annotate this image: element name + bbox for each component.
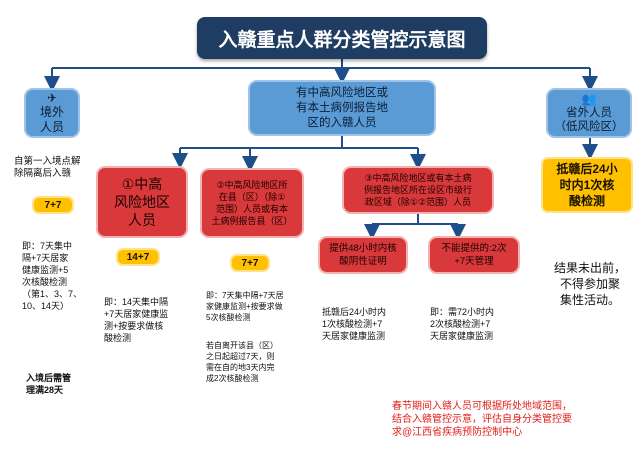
overseas-label: 境外 人员 — [39, 105, 64, 134]
city-option-test-proof: 提供48小时内核 酸阴性证明 — [318, 236, 408, 274]
high-risk-box: ①中高 风险地区 人员 — [96, 166, 188, 238]
overseas-badge: 7+7 — [32, 196, 74, 214]
diagram-title: 入赣重点人群分类管控示意图 — [197, 17, 487, 59]
overseas-footer: 入境后需管 理满28天 — [26, 373, 72, 395]
people-icon: 👥 — [581, 92, 597, 106]
overseas-note: 即：7天集中 隔+7天居家 健康监测+5 次核酸检测 （第1、3、7、 10、1… — [22, 241, 83, 311]
city-note-1: 抵赣后24小时内 1次核酸检测+7 天居家健康监测 — [322, 307, 387, 341]
province-note: 结果未出前， 不得参加聚 集性活动。 — [553, 261, 626, 307]
city-note-2: 即：需72小时内 2次核酸检测+7 天居家健康监测 — [430, 307, 495, 341]
footer-note: 春节期间入赣人员可根据所处地域范围， 结合入赣管控示意，评估自身分类管控要 求@… — [392, 401, 572, 438]
county-badge: 7+7 — [230, 254, 270, 272]
overseas-desc: 自第一入境点解 除隔离后入赣 — [14, 156, 81, 179]
city-box: ③中高风险地区或有本土病 例报告地区所在设区市级行 政区域（除①②范围）人员 — [342, 166, 494, 214]
airplane-icon: ✈ — [46, 91, 58, 105]
province-test-box: 抵赣后24小 时内1次核 酸检测 — [541, 157, 633, 213]
province-label: 省外人员 （低风险区） — [554, 107, 624, 133]
overseas-box: ✈ 境外 人员 — [24, 88, 80, 138]
county-note-1: 即：7天集中隔+7天居 家健康监测+按要求做 5次核酸检测 — [206, 291, 284, 322]
high-risk-note: 即：14天集中隔 +7天居家健康监 测+按要求做核 酸检测 — [104, 297, 169, 343]
county-box: ②中高风险地区所 在县（区）（除① 范围）人员或有本 土病例报告县（区） — [200, 168, 304, 238]
high-risk-badge: 14+7 — [116, 248, 160, 266]
risk-area-box: 有中高风险地区或 有本土病例报告地 区的入赣人员 — [248, 80, 436, 136]
province-box: 👥 省外人员 （低风险区） — [546, 88, 632, 138]
city-option-no-proof: 不能提供的:2次 +7天管理 — [428, 236, 520, 274]
county-note-2: 若自离开该县（区） 之日起超过7天，则 需在自的地3天内完 成2次核酸检测 — [206, 341, 278, 383]
